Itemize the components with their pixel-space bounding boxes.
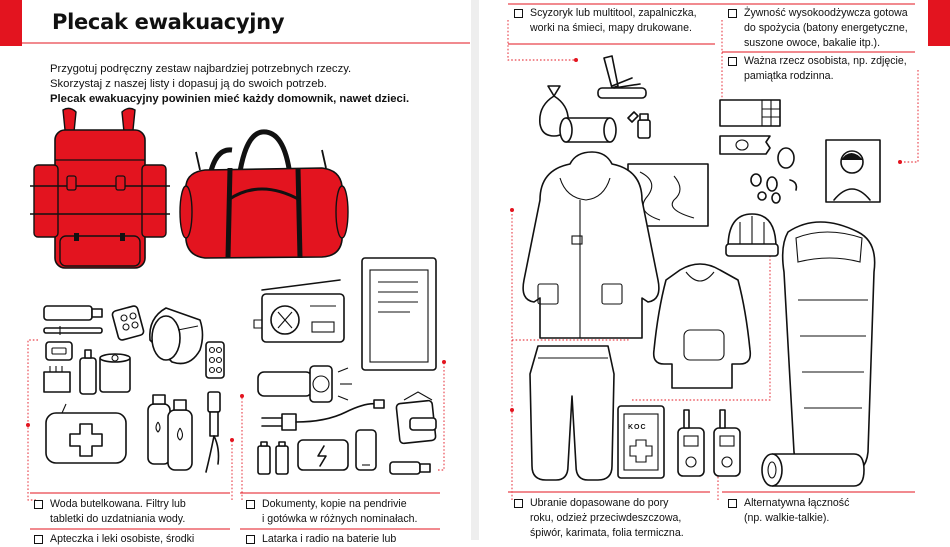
thermal-blanket-icon — [617, 405, 665, 479]
radio-icon — [253, 279, 345, 343]
water-bottles-icon — [147, 394, 193, 471]
toothpaste-icon — [43, 305, 103, 335]
item-text: Woda butelkowana. Filtry lub — [50, 498, 186, 510]
multitool-icon — [597, 55, 647, 99]
lighter-icon — [627, 111, 651, 139]
checkbox[interactable] — [728, 9, 737, 18]
wet-wipes-icon — [45, 341, 73, 361]
water-filter-icon — [205, 391, 221, 473]
item-text: worki na śmieci, mapy drukowane. — [530, 22, 692, 34]
spray-bottle-icon — [79, 349, 97, 395]
batteries-icon — [257, 441, 289, 475]
item-text: pamiątka rodzinna. — [744, 70, 834, 82]
first-aid-kit-icon — [45, 403, 127, 464]
pill-blister-icon — [111, 305, 145, 341]
toilet-paper-icon — [99, 353, 131, 393]
checkbox[interactable] — [728, 499, 737, 508]
item-text: roku, odzież przeciwdeszczowa, — [530, 512, 682, 524]
backpack-icon — [30, 107, 170, 269]
walkie-talkie-icon — [677, 409, 741, 477]
documents-folder-icon — [361, 257, 437, 371]
energy-bar-icon — [719, 99, 781, 127]
duffel-bag-icon — [179, 129, 349, 259]
item-text: tabletki do uzdatniania wody. — [50, 513, 186, 525]
sleeping-mat-icon — [761, 453, 865, 487]
snack-pack-icon — [719, 135, 771, 155]
blanket-label: KOC — [628, 424, 647, 431]
item-text: Żywność wysokoodżywcza gotowa — [744, 7, 908, 19]
left-page-red-marker — [0, 0, 22, 46]
hoodie-icon — [652, 263, 752, 389]
matches-icon — [43, 366, 71, 393]
sleeping-bag-icon — [781, 221, 876, 477]
charger-cable-icon — [261, 399, 385, 431]
intro-line-2: Skorzystaj z naszej listy i dopasuj ją d… — [50, 78, 327, 90]
phone-icon — [355, 429, 377, 471]
checkbox[interactable] — [728, 57, 737, 66]
duct-tape-roll-icon — [559, 117, 617, 143]
item-text: Alternatywna łączność — [744, 497, 850, 509]
checkbox[interactable] — [514, 9, 523, 18]
family-photo-icon — [825, 139, 881, 203]
raincoat-icon — [522, 151, 660, 339]
item-text: Ubranie dopasowane do pory — [530, 497, 669, 509]
trousers-icon — [529, 345, 615, 481]
dried-fruit-icon — [750, 147, 798, 204]
item-text: (np. walkie-talkie). — [744, 512, 830, 524]
item-text: do spożycia (batony energetyczne, — [744, 22, 908, 34]
item-text: Scyzoryk lub multitool, zapalniczka, — [530, 7, 697, 19]
item-text: śpiwór, karimata, folia termiczna. — [530, 527, 684, 539]
intro-text: Przygotuj podręczny zestaw najbardziej p… — [50, 62, 450, 107]
beanie-icon — [725, 213, 779, 257]
tablets-strip-icon — [205, 341, 225, 379]
checkbox[interactable] — [246, 500, 255, 509]
flashlight-icon — [257, 365, 352, 403]
page-title: Plecak ewakuacyjny — [52, 10, 285, 34]
item-text: i gotówka w różnych nominałach. — [262, 513, 418, 525]
checkbox[interactable] — [34, 500, 43, 509]
item-text: suszone owoce, bakalie itp.). — [744, 37, 881, 49]
power-bank-icon — [297, 439, 349, 471]
intro-line-1: Przygotuj podręczny zestaw najbardziej p… — [50, 63, 352, 75]
checkbox[interactable] — [514, 499, 523, 508]
item-text: Ważna rzecz osobista, np. zdjęcie, — [744, 55, 907, 67]
wallet-icon — [395, 391, 437, 445]
bandage-roll-icon — [149, 307, 204, 365]
pendrive-icon — [389, 461, 431, 475]
item-text: Dokumenty, kopie na pendrivie — [262, 498, 407, 510]
intro-line-3: Plecak ewakuacyjny powinien mieć każdy d… — [50, 93, 410, 105]
right-page-red-marker — [928, 0, 950, 46]
